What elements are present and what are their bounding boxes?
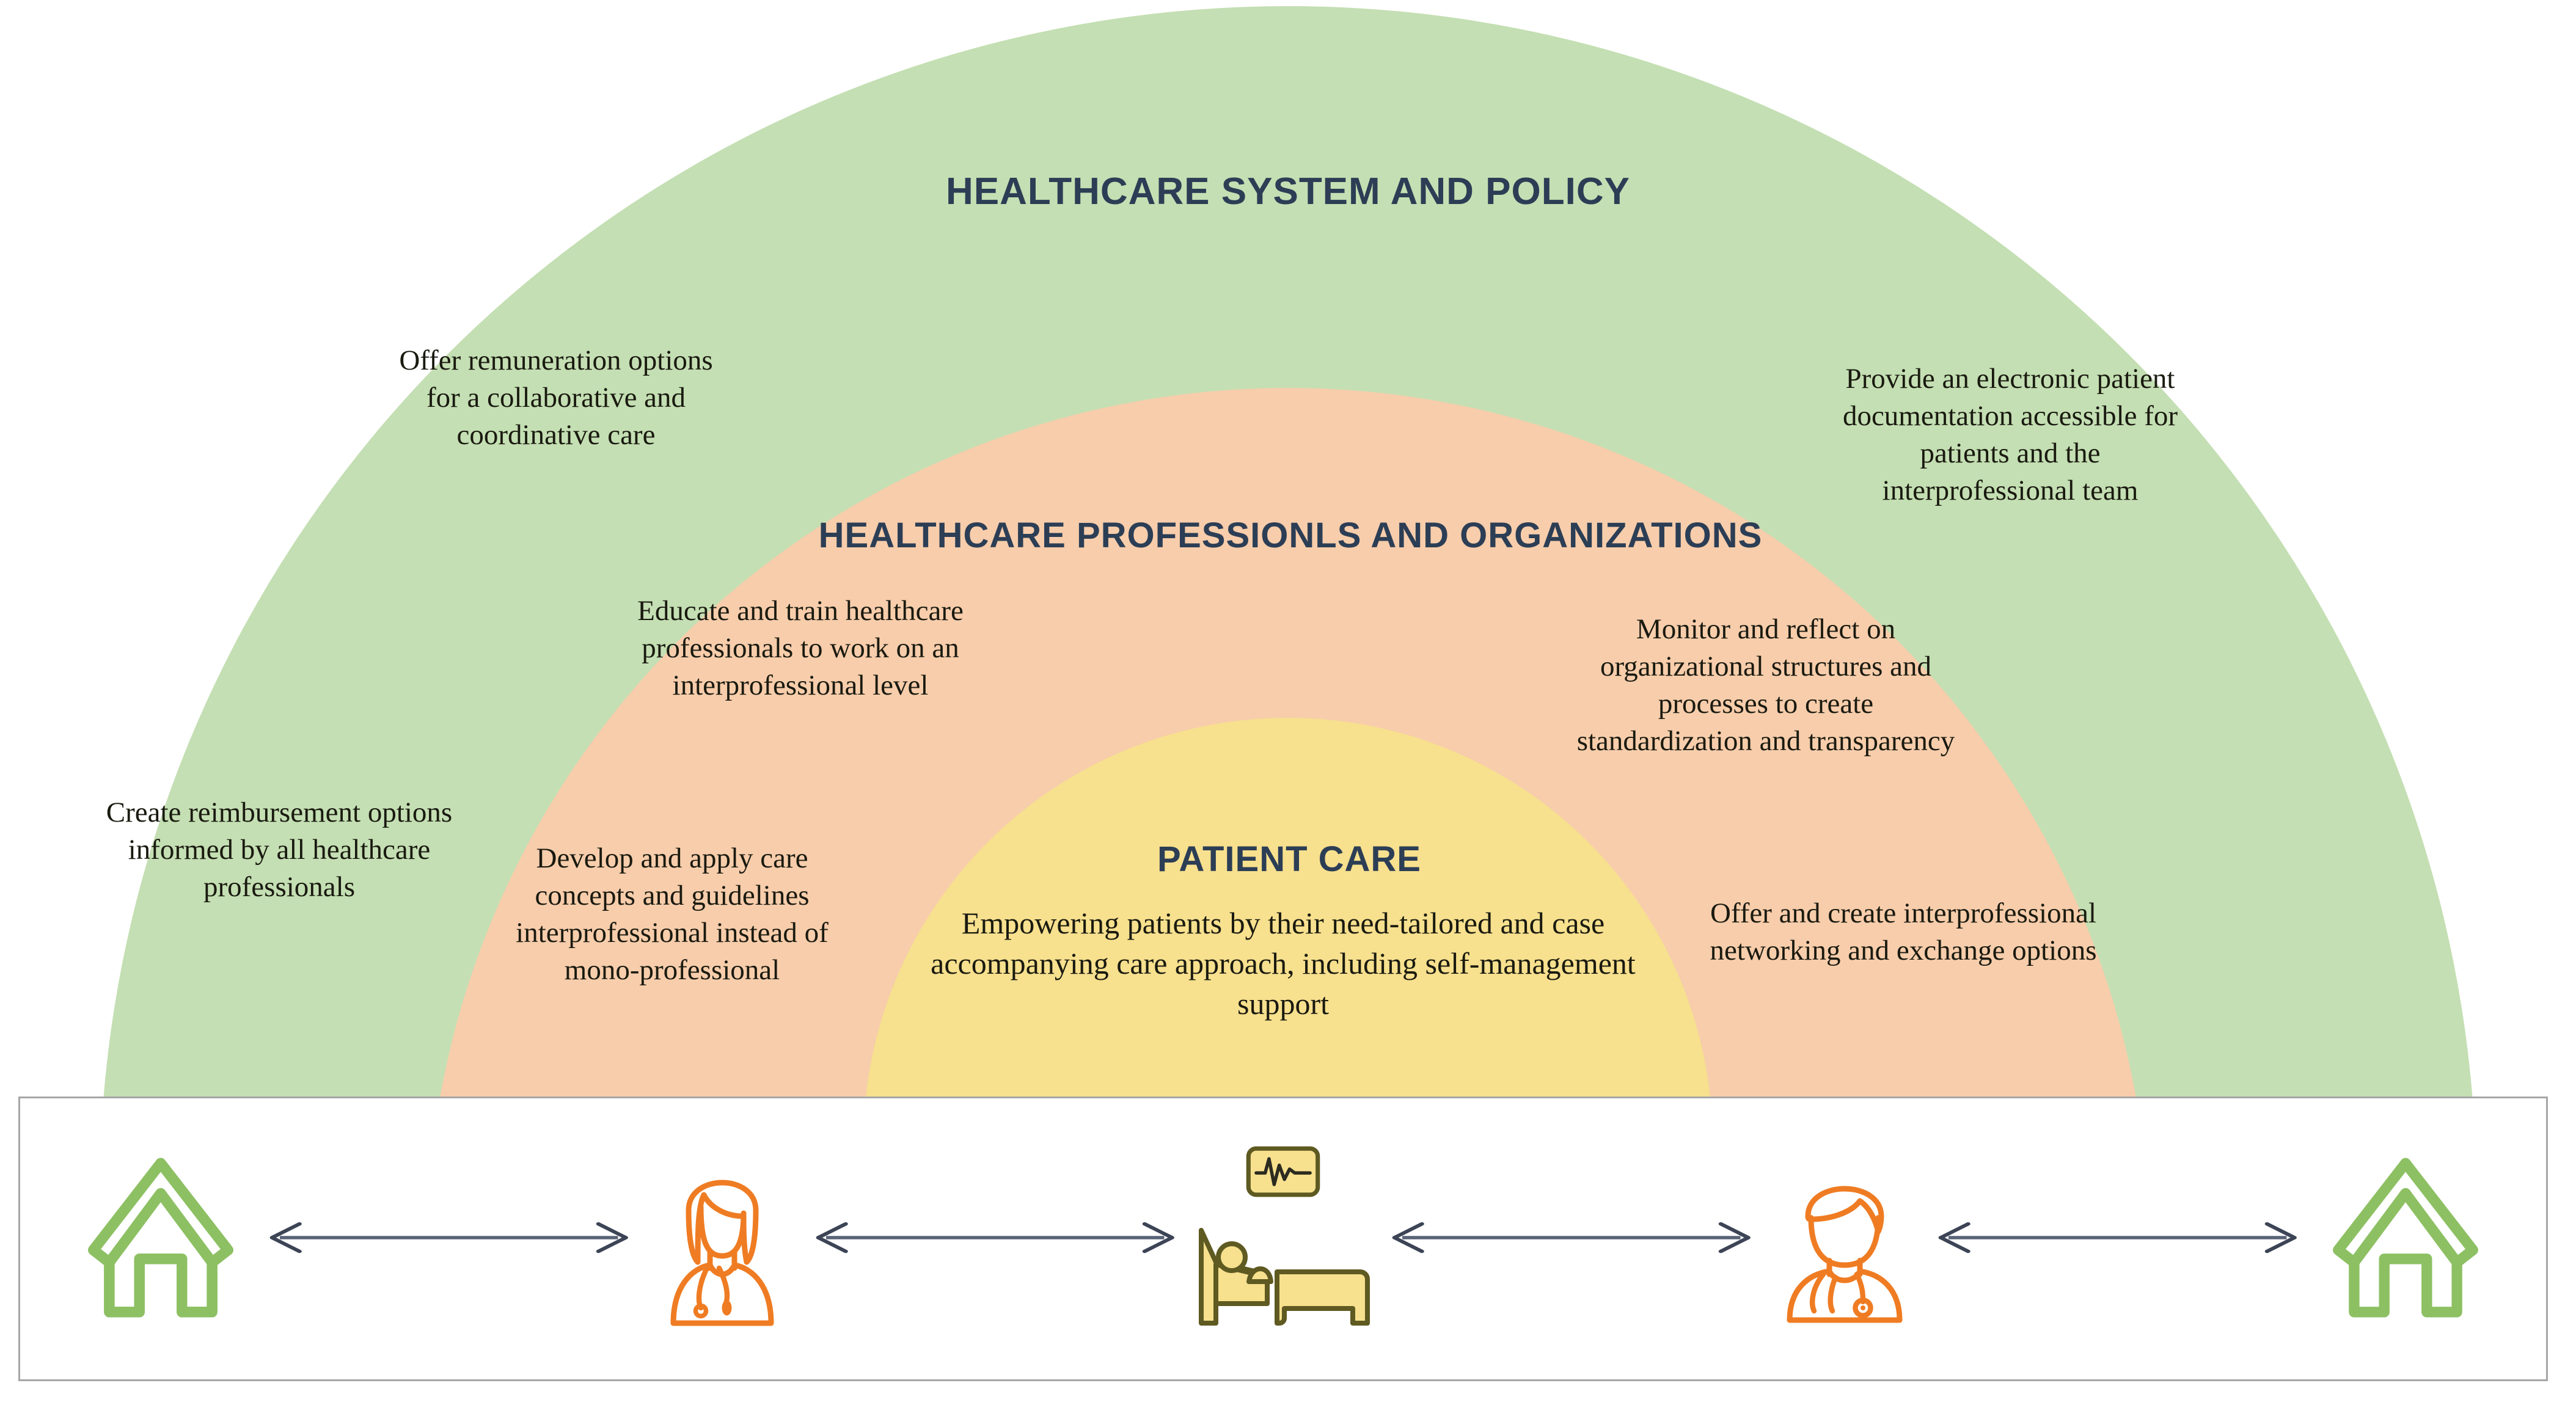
vital-signs-monitor-icon <box>1245 1144 1322 1202</box>
male-doctor-icon <box>1768 1149 1921 1329</box>
flow-node-home-left <box>69 1149 252 1329</box>
note-create-reimbursement: Create reimbursement options informed by… <box>106 797 453 903</box>
female-nurse-icon <box>646 1146 799 1332</box>
ring-title-healthcare-professionals-and-organizations: HEALTHCARE PROFESSIONLS AND ORGANIZATION… <box>818 516 1763 555</box>
patient-in-bed-icon <box>1191 1211 1375 1334</box>
double-arrow-icon <box>799 1219 1192 1259</box>
note-empowering-patients: Empowering patients by their need-tailor… <box>931 906 1636 1021</box>
care-flow-row <box>20 1098 2546 1379</box>
flow-node-patient-bed <box>1191 1144 1375 1334</box>
connector-doctor-to-home <box>1921 1219 2314 1259</box>
connector-nurse-to-patient <box>799 1219 1192 1259</box>
rings-group <box>100 6 2476 1097</box>
ring-title-healthcare-system-and-policy: HEALTHCARE SYSTEM AND POLICY <box>946 170 1630 213</box>
flow-node-home-right <box>2314 1149 2497 1329</box>
house-icon <box>69 1149 252 1329</box>
note-offer-remuneration: Offer remuneration options for a collabo… <box>399 345 713 451</box>
connector-home-to-nurse <box>252 1219 646 1259</box>
care-flow-panel <box>18 1097 2548 1381</box>
house-icon <box>2314 1149 2497 1329</box>
double-arrow-icon <box>1375 1219 1768 1259</box>
flow-node-doctor <box>1768 1149 1921 1329</box>
double-arrow-icon <box>252 1219 646 1259</box>
note-educate-and-train: Educate and train healthcare professiona… <box>637 595 964 702</box>
ring-title-patient-care: PATIENT CARE <box>1157 839 1421 879</box>
flow-node-nurse <box>646 1146 799 1332</box>
note-electronic-patient-documentation: Provide an electronic patient documentat… <box>1842 363 2178 507</box>
note-develop-and-apply-care-concepts: Develop and apply care concepts and guid… <box>516 842 829 987</box>
connector-patient-to-doctor <box>1375 1219 1768 1259</box>
note-interprofessional-networking: Offer and create interprofessional netwo… <box>1710 897 2097 967</box>
note-monitor-and-reflect: Monitor and reflect on organizational st… <box>1576 613 1955 757</box>
double-arrow-icon <box>1921 1219 2314 1259</box>
